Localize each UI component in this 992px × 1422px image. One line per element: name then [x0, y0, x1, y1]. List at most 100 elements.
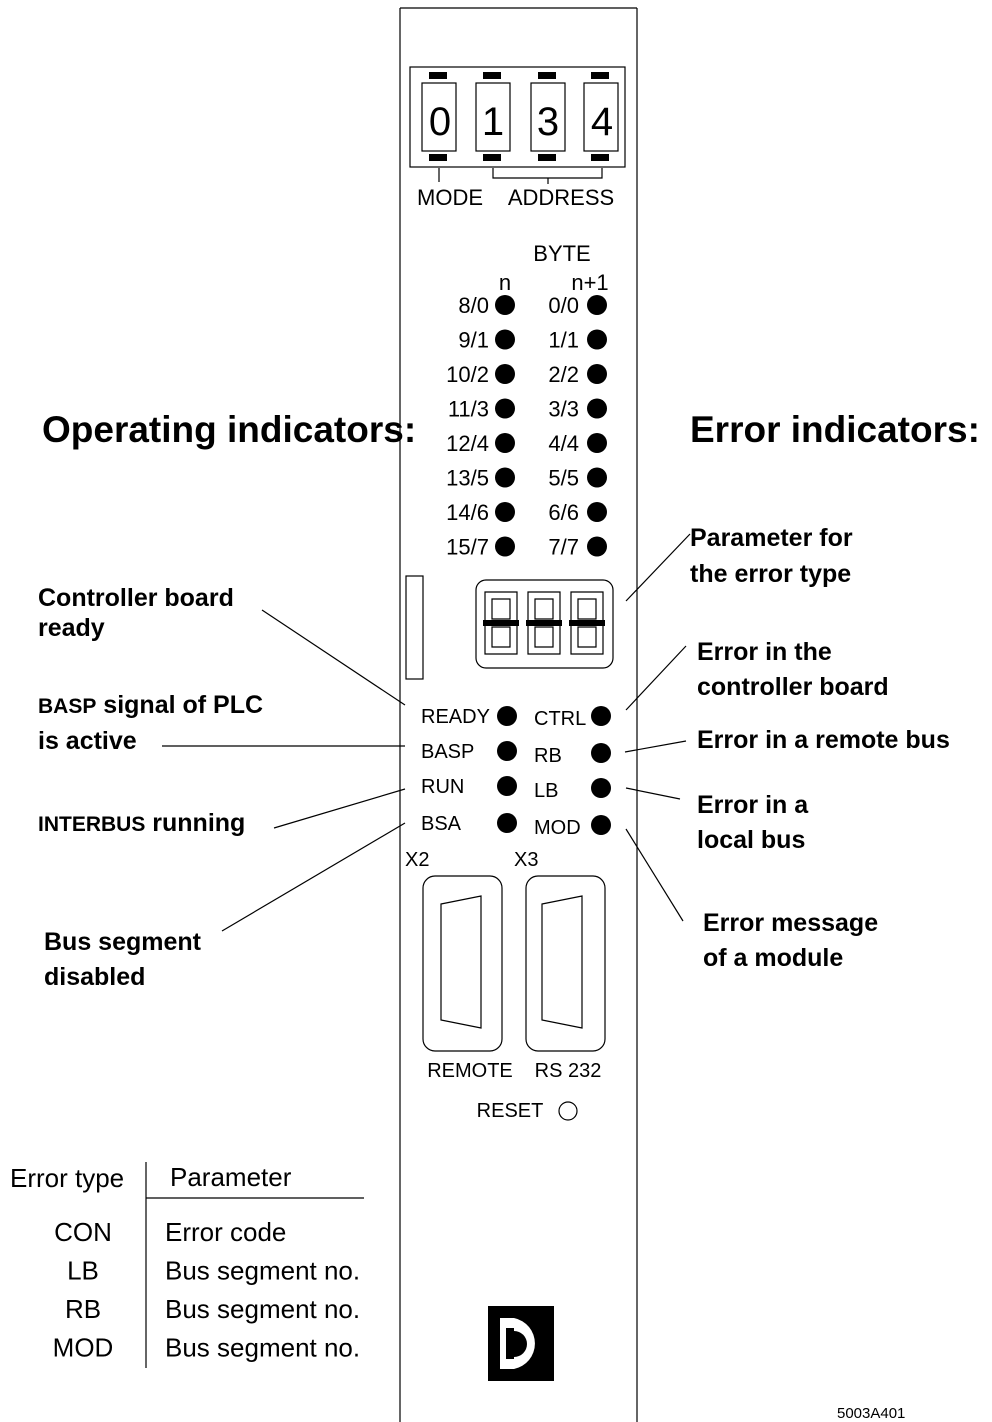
- byte-n-led-label: 15/7: [446, 535, 489, 560]
- byte-col-n1: n+1: [571, 270, 608, 295]
- byte-n-led: [495, 295, 515, 315]
- status-led-run: [497, 776, 517, 796]
- byte-n-led-label: 10/2: [446, 362, 489, 387]
- remote-connector[interactable]: [422, 875, 503, 1052]
- byte-led-array: 8/09/110/211/312/413/514/615/70/01/12/23…: [446, 293, 607, 560]
- status-led-label-ready: READY: [421, 706, 490, 728]
- leader-bus-segment: [221, 822, 406, 932]
- byte-n1-led-label: 5/5: [548, 466, 579, 491]
- callout-error-local-line2: local bus: [697, 826, 805, 854]
- byte-col-n: n: [499, 270, 511, 295]
- byte-n-led-label: 13/5: [446, 466, 489, 491]
- status-led-label-run: RUN: [421, 776, 464, 798]
- byte-n1-led: [587, 433, 607, 453]
- status-led-mod: [591, 815, 611, 835]
- remote-label: REMOTE: [427, 1060, 513, 1082]
- callout-error-controller-line2: controller board: [697, 673, 889, 701]
- byte-n1-led-label: 4/4: [548, 431, 579, 456]
- callout-error-remote: Error in a remote bus: [697, 726, 950, 754]
- mode-label: MODE: [417, 185, 483, 210]
- callout-interbus: INTERBUS running: [38, 809, 245, 837]
- reset-label: RESET: [477, 1100, 544, 1122]
- address-label: ADDRESS: [508, 185, 614, 210]
- switch-digit-2-value: 3: [537, 100, 559, 144]
- status-led-basp: [497, 741, 517, 761]
- byte-n1-led: [587, 364, 607, 384]
- byte-n-led: [495, 467, 515, 488]
- byte-n-led: [495, 536, 515, 557]
- leader-error-remote: [624, 740, 687, 753]
- status-led-label-lb: LB: [534, 780, 558, 802]
- byte-n1-led-label: 0/0: [548, 293, 579, 318]
- byte-n-led: [495, 364, 515, 384]
- table-cell-error-type: MOD: [53, 1333, 114, 1363]
- rs232-label: RS 232: [535, 1060, 602, 1082]
- switch-digit-3-value: 4: [591, 100, 613, 144]
- leader-error-controller: [625, 645, 687, 711]
- leader-error-local: [625, 787, 681, 800]
- byte-n1-led-label: 6/6: [548, 500, 579, 525]
- status-led-label-basp: BASP: [421, 741, 474, 763]
- byte-n-led: [495, 398, 515, 419]
- byte-n1-led-label: 7/7: [548, 535, 579, 560]
- address-switch-block: 0 1 3 4: [409, 66, 626, 168]
- status-led-lb: [591, 778, 611, 798]
- switch-digit-0[interactable]: 0: [421, 72, 457, 161]
- byte-n1-led: [587, 536, 607, 557]
- manufacturer-logo: [488, 1306, 554, 1381]
- seven-segment-display: [475, 579, 614, 669]
- callout-param-line2: the error type: [690, 560, 851, 588]
- status-led-bsa: [497, 813, 517, 833]
- rs232-connector[interactable]: [525, 875, 606, 1052]
- seven-segment-digit: [483, 591, 519, 655]
- leader-controller-ready: [261, 609, 406, 706]
- status-led-ready: [497, 706, 517, 726]
- byte-n-led-label: 14/6: [446, 500, 489, 525]
- callout-error-module-line2: of a module: [703, 944, 843, 972]
- switch-digit-1[interactable]: 1: [475, 72, 511, 161]
- byte-n1-led: [587, 467, 607, 488]
- side-slot: [405, 575, 424, 680]
- callout-param-line1: Parameter for: [690, 524, 853, 552]
- byte-n-led-label: 12/4: [446, 431, 489, 456]
- table-cell-error-type: LB: [67, 1256, 99, 1286]
- byte-n1-led: [587, 329, 607, 350]
- byte-n-led: [495, 329, 515, 350]
- address-bracket: [492, 168, 603, 184]
- table-cell-parameter: Error code: [165, 1217, 286, 1247]
- switch-digit-3[interactable]: 4: [583, 72, 619, 161]
- callout-error-module-line1: Error message: [703, 909, 878, 937]
- byte-n1-led: [587, 502, 607, 522]
- error-indicators-heading: Error indicators:: [690, 409, 980, 450]
- switch-digit-0-value: 0: [429, 100, 451, 144]
- byte-n1-led-label: 1/1: [548, 328, 579, 353]
- table-cell-error-type: CON: [54, 1217, 112, 1247]
- callout-bus-segment-line1: Bus segment: [44, 928, 202, 956]
- table-cell-parameter: Bus segment no.: [165, 1294, 360, 1324]
- status-led-label-bsa: BSA: [421, 813, 462, 835]
- callout-basp-line2: is active: [38, 727, 137, 755]
- table-header-error-type: Error type: [10, 1163, 124, 1193]
- table-cell-parameter: Bus segment no.: [165, 1333, 360, 1363]
- status-led-ctrl: [591, 706, 611, 726]
- callout-bus-segment-line2: disabled: [44, 963, 145, 991]
- switch-digit-1-value: 1: [482, 100, 504, 144]
- status-led-label-rb: RB: [534, 745, 562, 767]
- connector-x2-label: X2: [405, 849, 429, 871]
- switch-digit-2[interactable]: 3: [530, 72, 566, 161]
- callout-error-controller-line1: Error in the: [697, 638, 832, 666]
- byte-n1-led: [587, 398, 607, 419]
- leader-error-module: [625, 828, 684, 922]
- byte-n-led: [495, 433, 515, 453]
- reset-button[interactable]: [558, 1101, 578, 1121]
- byte-n-led: [495, 502, 515, 522]
- callout-controller-ready-line2: ready: [38, 614, 105, 642]
- leader-param: [625, 533, 691, 602]
- seven-segment-digit: [569, 591, 605, 655]
- byte-title: BYTE: [533, 241, 590, 266]
- callout-error-local-line1: Error in a: [697, 791, 809, 819]
- byte-n1-led-label: 2/2: [548, 362, 579, 387]
